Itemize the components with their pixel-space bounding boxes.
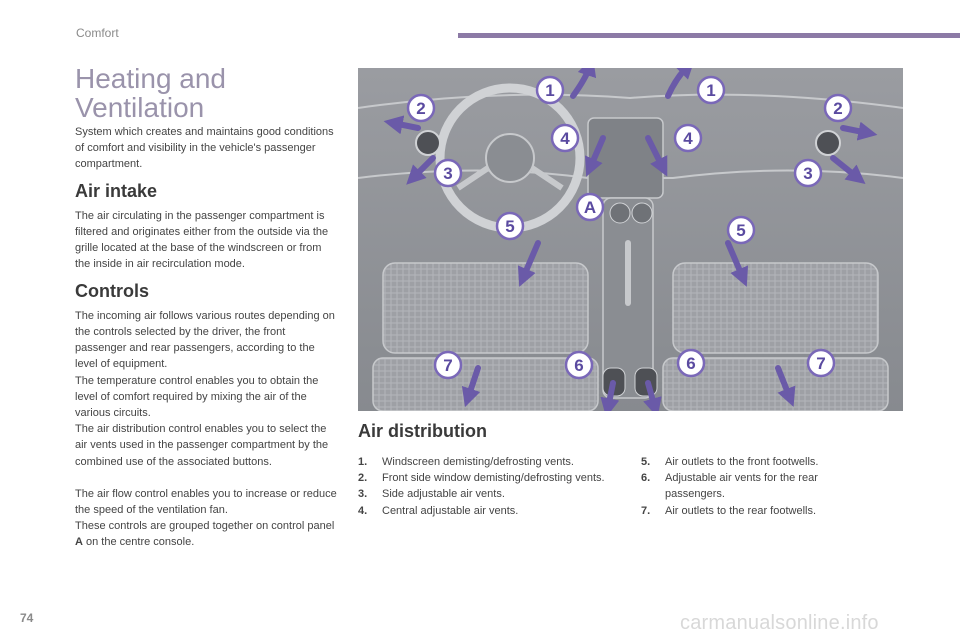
- svg-text:2: 2: [416, 99, 425, 118]
- air-distribution-heading: Air distribution: [358, 421, 487, 441]
- list-item-number: 2.: [358, 472, 368, 485]
- badge-2-left: 2: [406, 93, 436, 123]
- svg-text:A: A: [584, 198, 596, 217]
- badge-6-left: 6: [564, 350, 594, 380]
- badge-7-right: 7: [806, 348, 836, 378]
- air-intake-text: The air circulating in the passenger com…: [75, 209, 329, 271]
- title-line-1: Heating and: [75, 63, 227, 94]
- badge-5-right: 5: [726, 215, 756, 245]
- svg-text:2: 2: [833, 99, 842, 118]
- svg-text:5: 5: [736, 221, 745, 240]
- list-item: 5. Air outlets to the front footwells.: [641, 454, 851, 470]
- list-item: 6. Adjustable air vents for the rear pass…: [641, 470, 851, 502]
- svg-text:1: 1: [706, 81, 715, 100]
- section-label: Comfort: [76, 26, 119, 40]
- controls-text-5-end: on the centre console.: [82, 536, 195, 549]
- badge-7-left: 7: [433, 350, 463, 380]
- list-item-text: Adjustable air vents for the rear passen…: [665, 472, 818, 501]
- list-item-text: Air outlets to the front footwells.: [665, 456, 819, 468]
- badge-6-right: 6: [676, 348, 706, 378]
- badge-3-right: 3: [793, 158, 823, 188]
- svg-text:5: 5: [505, 217, 514, 236]
- svg-text:3: 3: [443, 164, 452, 183]
- watermark: carmanualsonline.info: [680, 612, 879, 634]
- page-title: Heating and Ventilation: [75, 64, 355, 122]
- controls-text-5-start: These controls are grouped together on c…: [75, 520, 335, 533]
- controls-text-2: The temperature control enables you to o…: [75, 374, 319, 420]
- list-item: 7. Air outlets to the rear footwells.: [641, 503, 851, 519]
- list-item: 1. Windscreen demisting/defrosting vents.: [358, 454, 608, 470]
- list-item-number: 3.: [358, 488, 368, 501]
- intro-text: System which creates and maintains good …: [75, 126, 334, 171]
- controls-text-4: The air flow control enables you to incr…: [75, 487, 337, 517]
- badge-1-right: 1: [696, 75, 726, 105]
- badge-4-right: 4: [673, 123, 703, 153]
- list-item-text: Front side window demisting/defrosting v…: [382, 472, 605, 485]
- list-item-text: Windscreen demisting/defrosting vents.: [382, 456, 574, 468]
- header-bar: [458, 33, 960, 38]
- controls-text-3: The air distribution control enables you…: [75, 423, 329, 468]
- list-item-number: 7.: [641, 504, 651, 517]
- page-number: 74: [20, 611, 34, 625]
- controls-heading: Controls: [75, 280, 149, 301]
- title-line-2: Ventilation: [75, 92, 205, 123]
- badge-3-left: 3: [433, 158, 463, 188]
- air-distribution-list-right: 5. Air outlets to the front footwells. 6.…: [641, 454, 851, 519]
- list-item-text: Central adjustable air vents.: [382, 504, 519, 517]
- controls-text-5: These controls are grouped together on c…: [75, 518, 337, 550]
- badge-5-left: 5: [495, 211, 525, 241]
- list-item-number: 4.: [358, 504, 368, 517]
- list-item: 3. Side adjustable air vents.: [358, 486, 608, 502]
- svg-text:6: 6: [574, 356, 583, 375]
- svg-text:1: 1: [545, 81, 554, 100]
- svg-text:4: 4: [683, 129, 693, 148]
- control-panel-ref: A: [75, 536, 83, 549]
- badge-4-left: 4: [550, 123, 580, 153]
- badge-1-left: 1: [535, 75, 565, 105]
- svg-text:6: 6: [686, 354, 695, 373]
- svg-text:3: 3: [803, 164, 812, 183]
- svg-text:4: 4: [560, 129, 570, 148]
- list-item-number: 6.: [641, 472, 651, 485]
- svg-text:7: 7: [443, 356, 452, 375]
- list-item: 4. Central adjustable air vents.: [358, 503, 608, 519]
- list-item: 2. Front side window demisting/defrosting…: [358, 470, 608, 486]
- svg-text:7: 7: [816, 354, 825, 373]
- list-item-number: 1.: [358, 456, 368, 468]
- list-item-text: Air outlets to the rear footwells.: [665, 504, 817, 517]
- ventilation-diagram: 1 1 2 2 3 3 4 4 5 5 6 6 7 7 A: [358, 68, 903, 411]
- air-intake-heading: Air intake: [75, 180, 158, 201]
- list-item-number: 5.: [641, 456, 651, 468]
- left-column: System which creates and maintains good …: [75, 124, 337, 551]
- badge-2-right: 2: [823, 93, 853, 123]
- controls-text-1: The incoming air follows various routes …: [75, 309, 335, 371]
- badge-a-control-panel: A: [575, 192, 605, 222]
- list-item-text: Side adjustable air vents.: [382, 488, 505, 501]
- air-distribution-list-left: 1. Windscreen demisting/defrosting vents.…: [358, 454, 608, 519]
